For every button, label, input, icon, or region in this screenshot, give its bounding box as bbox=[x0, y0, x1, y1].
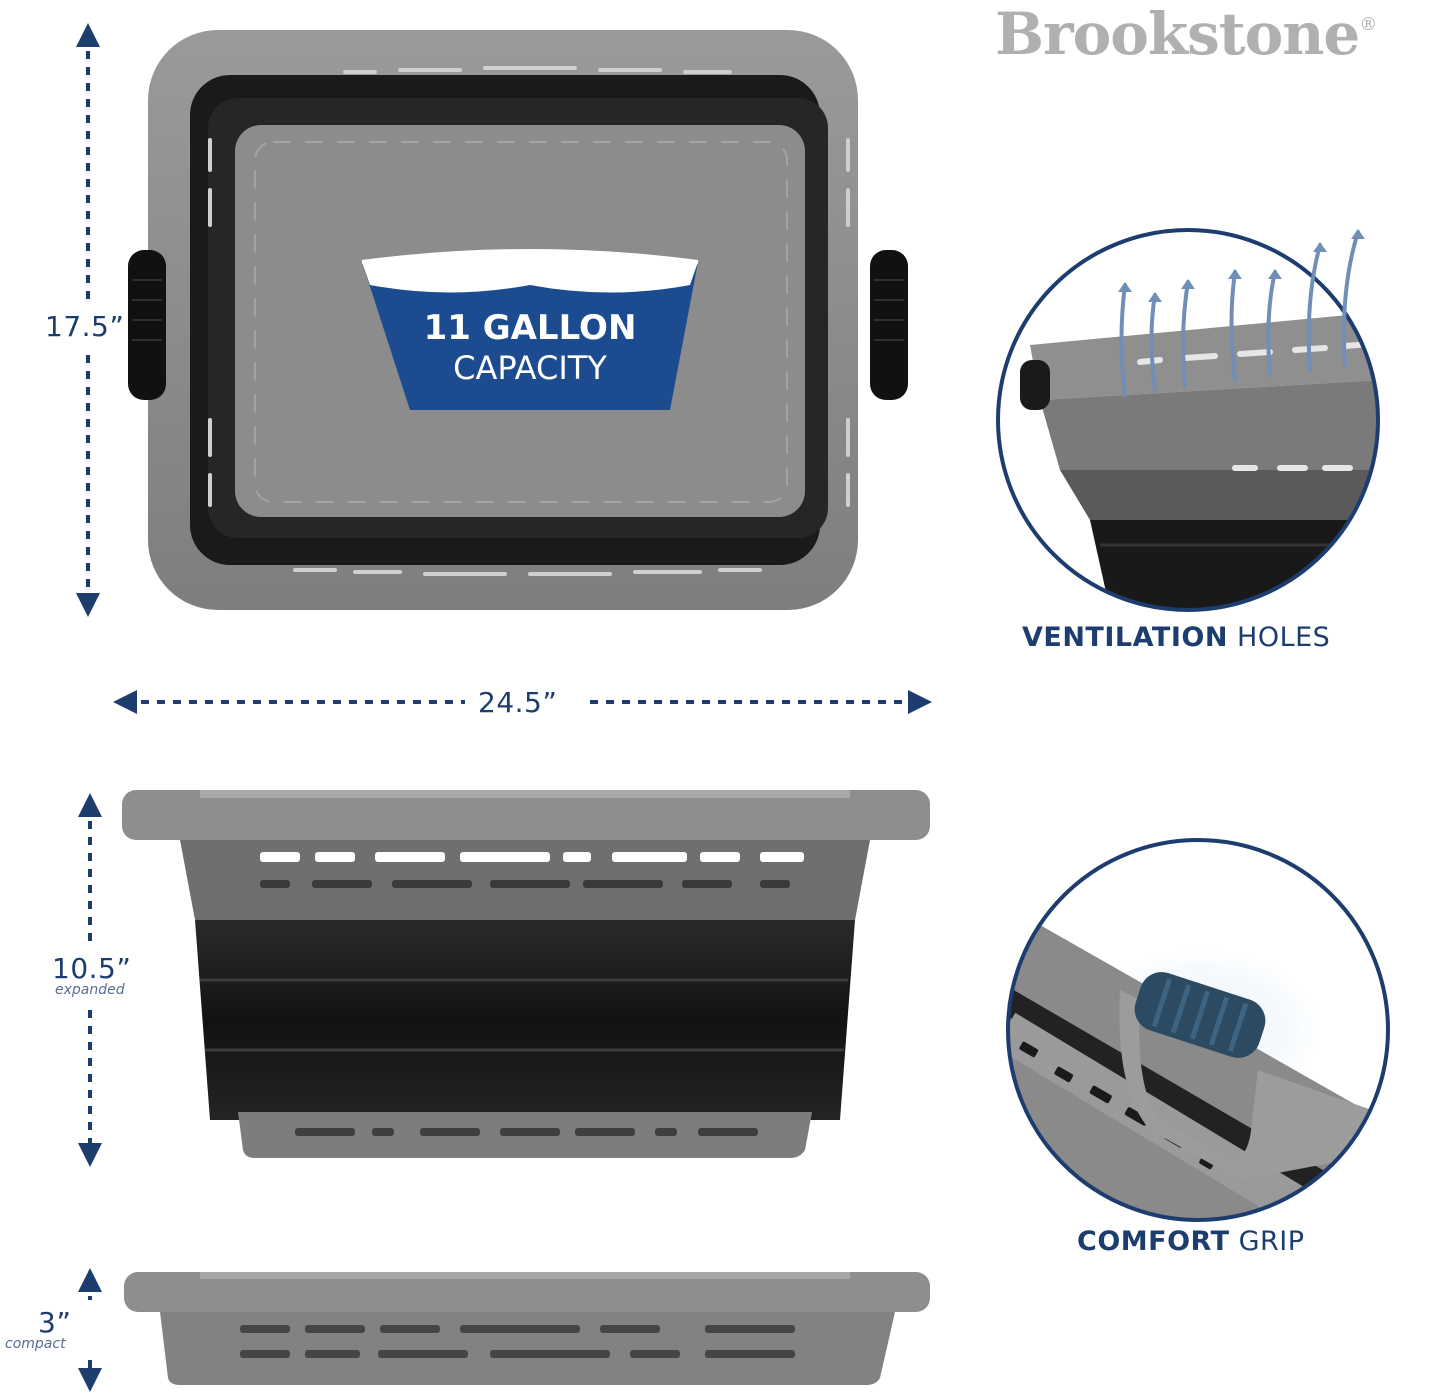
capacity-tub-icon bbox=[361, 249, 699, 410]
airflow-arrows-icon bbox=[1118, 229, 1365, 397]
feature-caption-bold: VENTILATION bbox=[1022, 622, 1228, 653]
brand-name: Brookstone bbox=[995, 0, 1360, 68]
capacity-value: 11 GALLON bbox=[423, 308, 637, 348]
compact-note: compact bbox=[5, 1336, 66, 1352]
capacity-badge: 11 GALLON CAPACITY bbox=[400, 308, 660, 388]
feature-caption-light: GRIP bbox=[1238, 1226, 1305, 1257]
feature-caption-light: HOLES bbox=[1237, 622, 1331, 653]
brand-registered-mark: ® bbox=[1359, 14, 1377, 35]
brand-logo: Brookstone® bbox=[995, 0, 1377, 68]
compact-view-basket bbox=[124, 1272, 930, 1385]
dimension-arrows bbox=[76, 22, 932, 1392]
comfort-grip-closeup bbox=[1006, 838, 1390, 1222]
dimension-compact-label: 3” bbox=[38, 1306, 72, 1339]
dimension-height-label: 17.5” bbox=[45, 310, 125, 343]
feature-caption-grip: COMFORT GRIP bbox=[1077, 1226, 1305, 1257]
dimension-expanded-label: 10.5” bbox=[52, 952, 132, 985]
feature-caption-ventilation: VENTILATION HOLES bbox=[1022, 622, 1330, 653]
expanded-note: expanded bbox=[55, 982, 125, 998]
capacity-label: CAPACITY bbox=[453, 349, 607, 387]
feature-caption-bold: COMFORT bbox=[1077, 1226, 1230, 1257]
dimension-width-label: 24.5” bbox=[478, 686, 558, 719]
ventilation-closeup bbox=[996, 228, 1380, 612]
side-view-expanded-basket bbox=[122, 790, 930, 1158]
